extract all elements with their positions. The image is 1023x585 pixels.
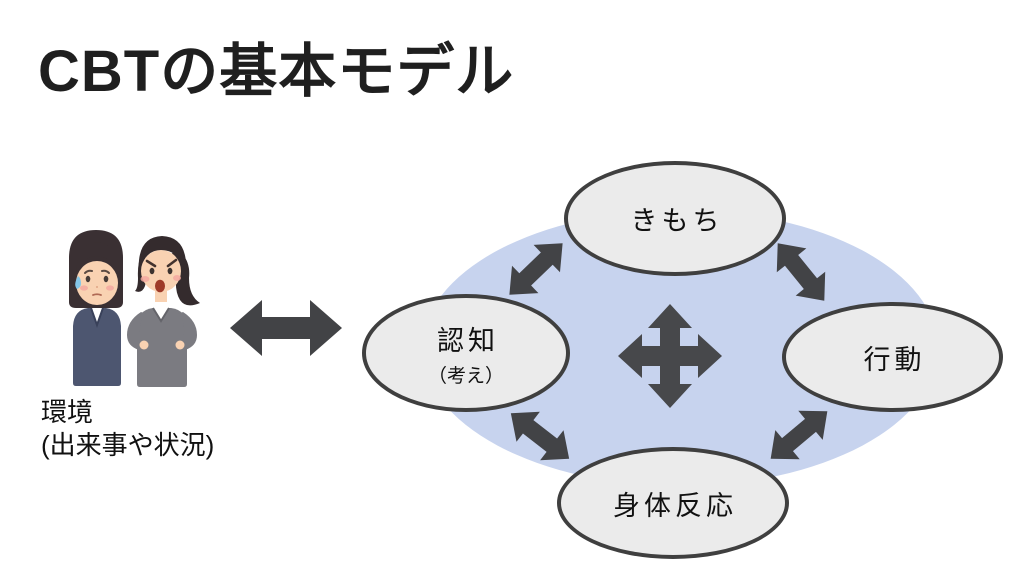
node-behavior: 行動 xyxy=(782,302,1003,412)
node-cognition-sublabel: （考え） xyxy=(427,365,504,387)
environment-model-double-arrow-icon xyxy=(230,300,342,356)
node-cognition-label: 認知 xyxy=(437,325,499,356)
node-feelings-label: きもち xyxy=(630,206,724,236)
node-feelings: きもち xyxy=(564,161,786,276)
environment-people-illustration xyxy=(69,230,200,387)
node-somatic-label: 身体反応 xyxy=(613,490,737,521)
page-title: CBTの基本モデル xyxy=(38,39,515,104)
environment-title: 環境 xyxy=(41,397,94,427)
node-somatic: 身体反応 xyxy=(557,447,789,559)
worried-woman-figure xyxy=(69,230,123,386)
scolding-woman-figure xyxy=(127,236,200,387)
node-behavior-label: 行動 xyxy=(863,344,926,375)
environment-subtitle: (出来事や状況) xyxy=(41,429,215,460)
node-cognition: 認知 （考え） xyxy=(362,294,570,412)
environment-label: 環境 (出来事や状況) xyxy=(41,396,214,461)
